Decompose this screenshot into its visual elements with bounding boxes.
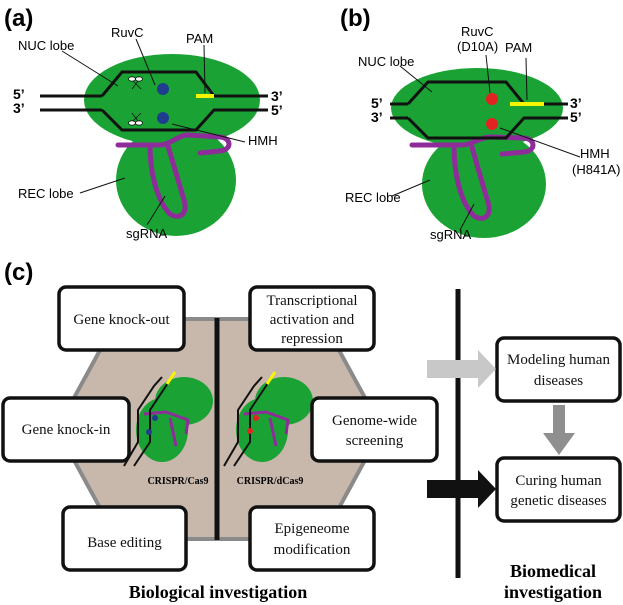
mini-cas9-diagram — [123, 371, 213, 467]
right-arrow-dark-icon — [427, 470, 496, 508]
rec-lobe-label: REC lobe — [345, 190, 401, 205]
curing-box — [495, 456, 622, 523]
three-prime-left: 3’ — [13, 100, 25, 116]
genome-wide-box — [310, 396, 439, 463]
transcriptional-box — [248, 285, 376, 352]
panel-b: (b) NUC lobe RuvC (D10A) — [340, 5, 620, 242]
curing-text-1: Curing human — [515, 473, 602, 489]
sgrna-shape — [115, 132, 232, 219]
five-prime-left: 5’ — [13, 86, 25, 102]
five-prime-right: 5’ — [271, 102, 283, 118]
base-editing-text: Base editing — [87, 535, 162, 551]
down-arrow-icon — [543, 405, 575, 455]
base-editing-box — [61, 505, 188, 572]
sgrna-label: sgRNA — [126, 226, 168, 241]
epigenome-box — [248, 505, 376, 572]
biomedical-label-1: Biomedical — [510, 561, 596, 581]
biological-investigation-label: Biological investigation — [129, 582, 308, 602]
mini-dcas9-diagram — [223, 371, 313, 467]
three-prime-left: 3’ — [371, 109, 383, 125]
nuc-lobe-shape — [391, 68, 563, 148]
genome-wide-text-2: screening — [346, 433, 404, 449]
five-prime-left: 5’ — [371, 95, 383, 111]
rec-lobe-label: REC lobe — [18, 186, 74, 201]
modeling-box — [495, 336, 622, 403]
transcriptional-text-3: repression — [281, 331, 343, 347]
leader-lines — [391, 54, 581, 231]
biomedical-label-2: investigation — [504, 582, 602, 602]
genome-wide-text-1: Genome-wide — [332, 413, 417, 429]
gene-knockout-box — [57, 285, 186, 352]
panel-a-letter: (a) — [4, 5, 33, 32]
dcas9-label: CRISPR/dCas9 — [237, 476, 304, 487]
pam-label: PAM — [505, 40, 532, 55]
cas9-label: CRISPR/Cas9 — [147, 476, 208, 487]
epigenome-text-2: modification — [274, 542, 351, 558]
right-arrow-light-icon — [427, 350, 496, 388]
ruvc-mutation-label: (D10A) — [457, 39, 498, 54]
scissors-icon — [128, 112, 143, 126]
ruvc-mutant-dot — [486, 93, 498, 105]
epigenome-text-1: Epigeneome — [275, 521, 350, 537]
panel-b-letter: (b) — [340, 5, 371, 32]
curing-text-2: genetic diseases — [510, 493, 606, 509]
hnh-domain-dot — [157, 112, 169, 124]
pam-label: PAM — [186, 31, 213, 46]
hmh-mutation-label: (H841A) — [572, 162, 620, 177]
sgrna-label: sgRNA — [430, 227, 472, 242]
transcriptional-text-1: Transcriptional — [266, 293, 357, 309]
modeling-text-1: Modeling human — [507, 352, 610, 368]
ruvc-domain-dot — [157, 83, 169, 95]
nuc-lobe-label: NUC lobe — [358, 54, 414, 69]
hmh-label: HMH — [580, 146, 610, 161]
nuc-lobe-label: NUC lobe — [18, 38, 74, 53]
hnh-mutant-dot — [486, 118, 498, 130]
gene-knockin-box — [1, 396, 131, 463]
gene-knockin-text: Gene knock-in — [22, 422, 111, 438]
ruvc-label: RuvC — [111, 25, 144, 40]
nuc-lobe-shape — [84, 54, 260, 146]
panel-c: (c) — [1, 259, 622, 602]
panel-a: (a) — [4, 5, 283, 241]
scissors-icon — [128, 76, 143, 90]
modeling-text-2: diseases — [534, 373, 583, 389]
hmh-label: HMH — [248, 133, 278, 148]
transcriptional-text-2: activation and — [270, 312, 355, 328]
three-prime-right: 3’ — [570, 95, 582, 111]
leader-lines — [61, 38, 246, 226]
ruvc-label: RuvC — [461, 24, 494, 39]
panel-c-letter: (c) — [4, 259, 33, 286]
gene-knockout-text: Gene knock-out — [73, 312, 170, 328]
five-prime-right: 5’ — [570, 109, 582, 125]
three-prime-right: 3’ — [271, 88, 283, 104]
